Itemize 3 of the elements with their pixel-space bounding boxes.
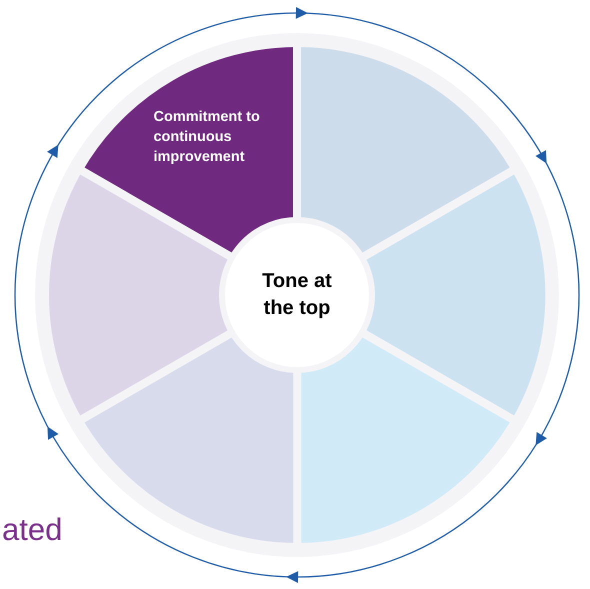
- segment-label: Commitment to continuous improvement: [153, 108, 261, 167]
- text-fragment: ated: [2, 512, 62, 548]
- centre-label: Tone at the top: [261, 269, 333, 321]
